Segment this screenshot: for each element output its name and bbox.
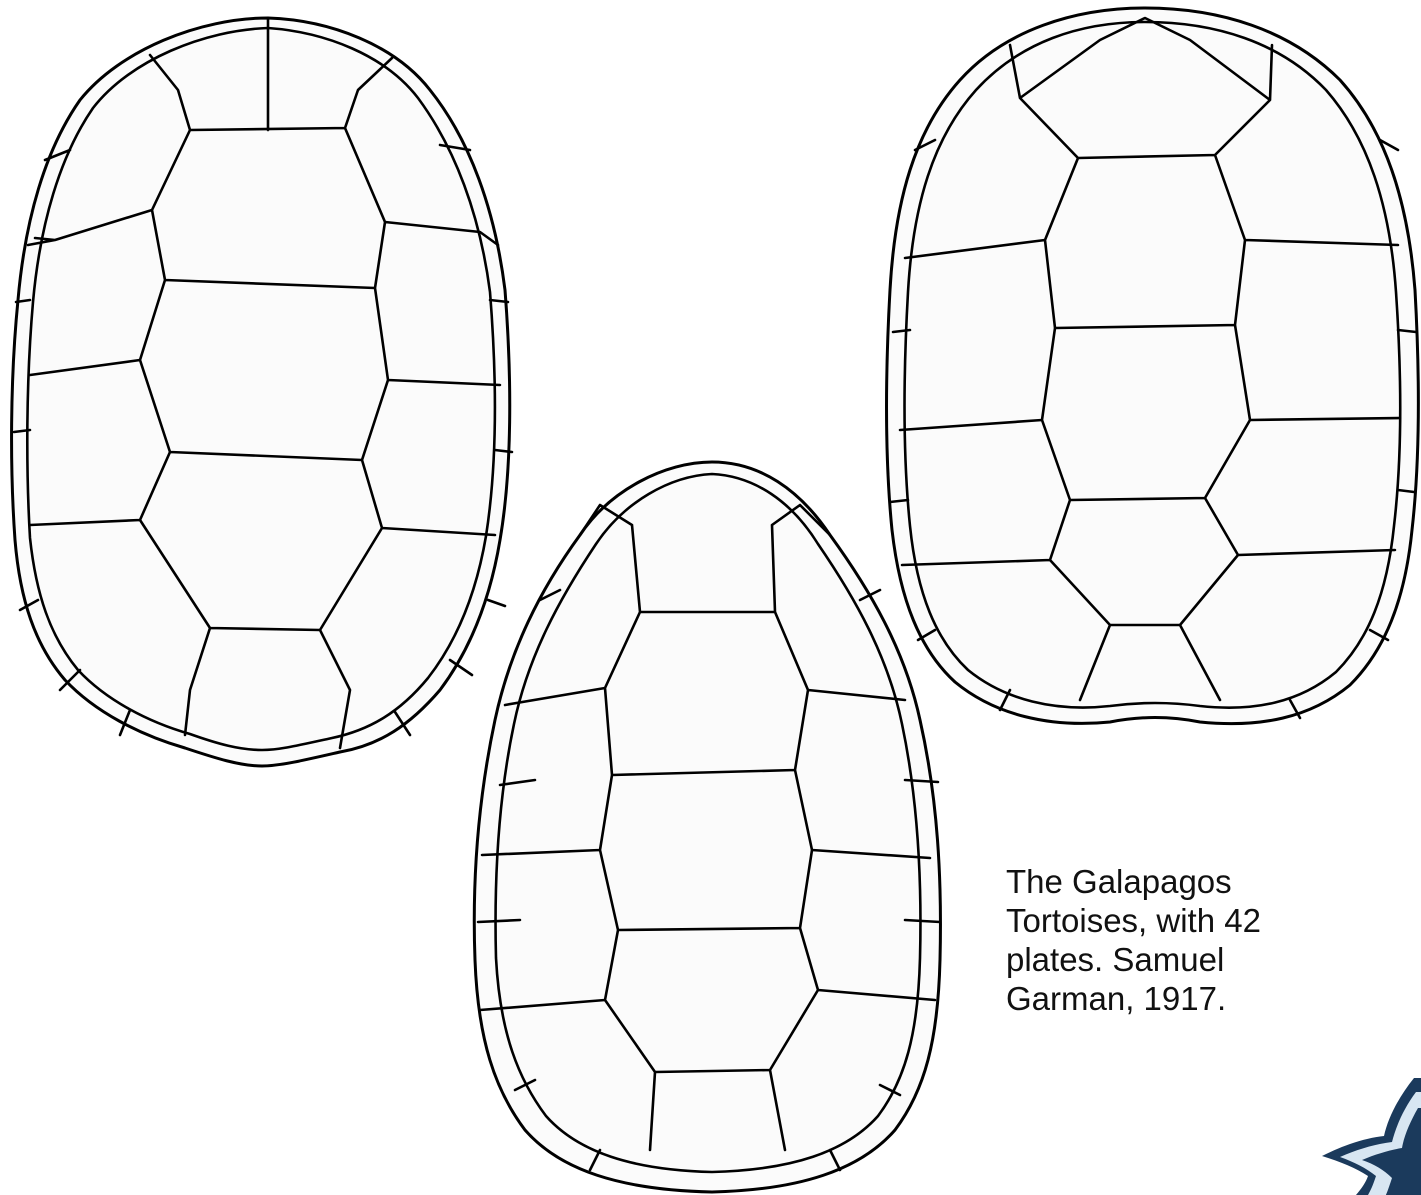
figure-caption: The Galapagos Tortoises, with 42 plates.…: [1006, 862, 1326, 1018]
carapace-middle: [474, 462, 940, 1192]
carapace-middle-outline: [474, 462, 940, 1192]
carapace-right-outline: [886, 8, 1418, 724]
carapace-right: [886, 8, 1418, 724]
carapace-left: [12, 18, 512, 766]
star-emblem-icon: [1316, 1078, 1421, 1195]
